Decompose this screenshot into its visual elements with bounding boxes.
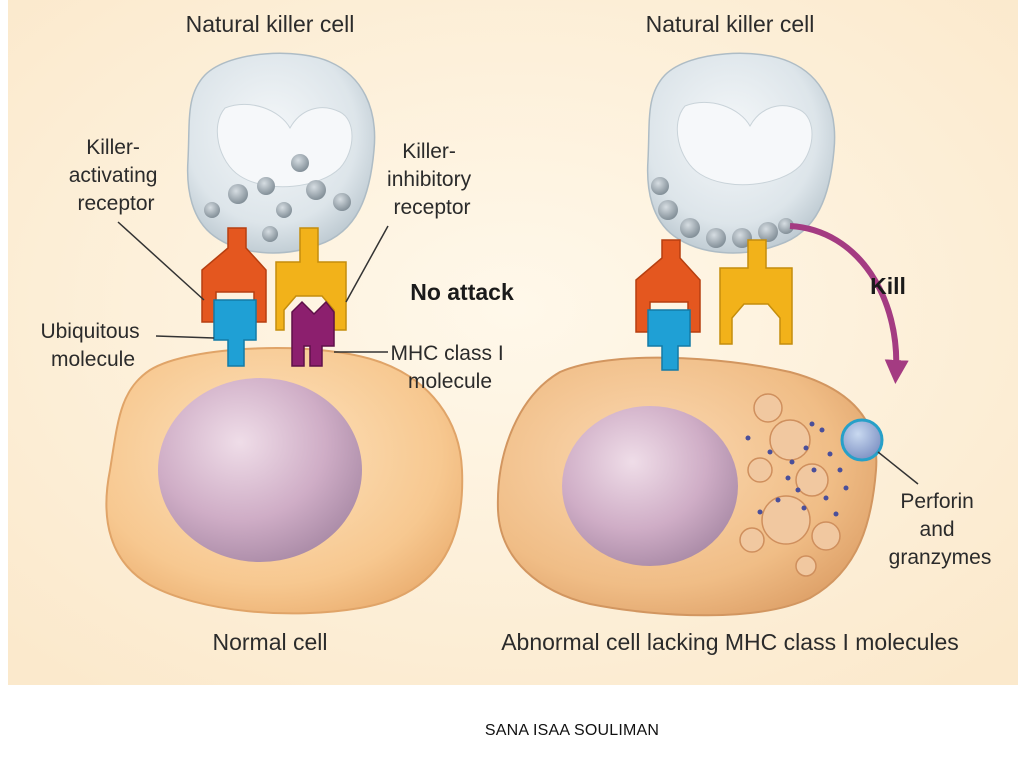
- inhibitory-receptor-right: [719, 239, 793, 345]
- ubiquitous-molecule-right: [647, 309, 691, 371]
- nk-right-nucleus: [676, 101, 813, 186]
- no-attack-label: No attack: [410, 279, 514, 305]
- inhibitory-receptor-left: [275, 227, 347, 331]
- nk-left-granules: [204, 154, 351, 242]
- kill-label: Kill: [870, 273, 906, 299]
- leader-inhibitory: [345, 225, 389, 303]
- left-nk-title: Natural killer cell: [186, 11, 355, 37]
- leader-perforin: [877, 451, 919, 485]
- right-panel: Natural killer cell Kill Perforin and gr…: [496, 11, 992, 655]
- inhibitory-receptor-label: Killer- inhibitory receptor: [387, 140, 477, 219]
- left-panel: Natural killer cell Killer- activating r…: [40, 11, 514, 655]
- perforin-label: Perforin and granzymes: [889, 490, 992, 569]
- nk-right-granules: [651, 177, 794, 248]
- nk-left-nucleus: [216, 103, 353, 188]
- kill-arrow: [789, 223, 909, 384]
- perforin-granule: [840, 418, 884, 462]
- abnormal-cell-label: Abnormal cell lacking MHC class I molecu…: [501, 629, 959, 655]
- normal-cell-label: Normal cell: [212, 629, 327, 655]
- activating-receptor-right: [635, 239, 701, 333]
- leader-ubiquitous: [155, 335, 215, 339]
- vesicles: [739, 393, 841, 577]
- author-credit-text: SANA ISAA SOULIMAN: [484, 722, 660, 739]
- right-nk-title: Natural killer cell: [646, 11, 815, 37]
- mhc-molecule-left: [291, 300, 335, 367]
- mhc-molecule-label: MHC class I molecule: [390, 342, 509, 393]
- activating-receptor-left: [201, 227, 267, 323]
- author-credit: SANA ISAA SOULIMAN: [0, 722, 1024, 740]
- leader-activating: [117, 221, 205, 301]
- ubiquitous-molecule-label: Ubiquitous molecule: [40, 320, 145, 371]
- ubiquitous-molecule-left: [213, 299, 257, 367]
- normal-cell-nucleus: [158, 378, 362, 562]
- abnormal-cell-nucleus: [562, 406, 738, 566]
- activating-receptor-label: Killer- activating receptor: [69, 136, 164, 215]
